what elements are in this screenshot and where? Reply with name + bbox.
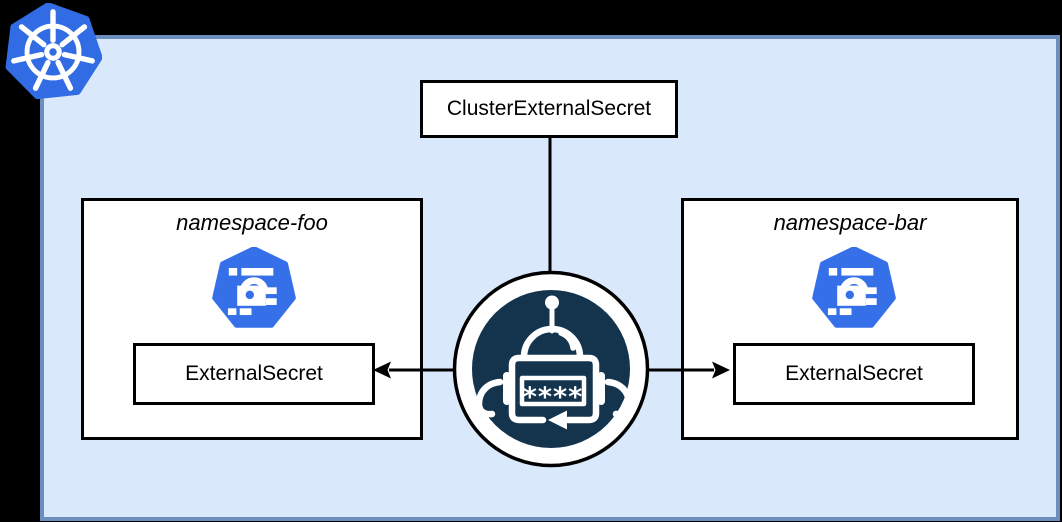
cluster-external-secret-label: ClusterExternalSecret <box>446 97 652 120</box>
external-secrets-robot-icon: **** <box>475 295 633 430</box>
external-secret-box-foo: ExternalSecret <box>133 343 375 405</box>
external-secret-label: ExternalSecret <box>185 362 323 385</box>
kubernetes-secret-icon <box>812 247 896 328</box>
refresh-arrow-icon <box>548 410 567 430</box>
external-secret-box-bar: ExternalSecret <box>733 343 975 405</box>
namespace-box-foo: namespace-foo ExternalSecret <box>81 198 423 440</box>
helm-wheel-glyph <box>11 9 95 91</box>
namespace-label: namespace-bar <box>773 210 927 235</box>
cluster-external-secret-box: ClusterExternalSecret <box>420 80 678 138</box>
password-field <box>519 375 587 407</box>
kubernetes-logo-icon <box>5 3 102 100</box>
external-secret-label: ExternalSecret <box>785 362 923 385</box>
arrowhead-left <box>373 361 391 379</box>
kubernetes-secret-icon <box>212 247 296 328</box>
external-secrets-operator-node: **** <box>452 270 650 468</box>
namespace-box-bar: namespace-bar ExternalSecret <box>681 198 1019 440</box>
arrowhead-right <box>712 361 730 379</box>
secret-lock-glyph <box>827 268 877 316</box>
namespace-label: namespace-foo <box>176 210 328 235</box>
password-mask: **** <box>523 382 583 413</box>
secret-lock-glyph <box>227 268 277 316</box>
